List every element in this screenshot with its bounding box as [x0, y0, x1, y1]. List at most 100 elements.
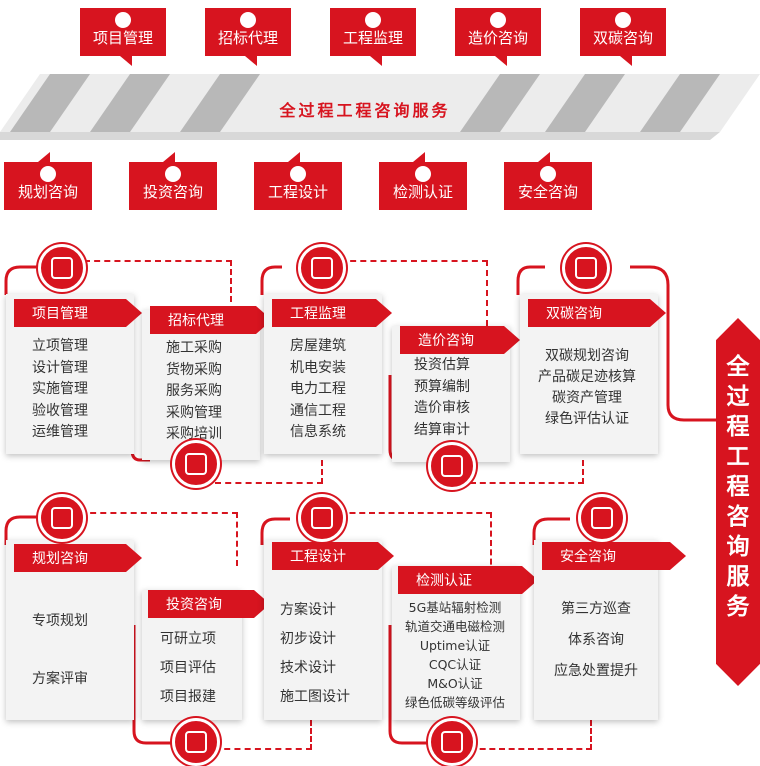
- edit-doc-icon: [172, 440, 220, 488]
- list-item: 实施管理: [32, 381, 88, 397]
- list-item: 绿色低碳等级评估: [404, 695, 505, 710]
- tag-label: 招标代理: [217, 29, 278, 47]
- side-badge: [716, 318, 760, 686]
- clipboard-icon: [115, 12, 131, 28]
- card-title: 招标代理: [150, 306, 272, 334]
- list-item: 房屋建筑: [290, 338, 346, 354]
- list-item: 产品碳足迹核算: [538, 369, 636, 385]
- tag-label: 规划咨询: [17, 183, 78, 201]
- top-tag-design[interactable]: 工程设计: [254, 152, 342, 210]
- card-items: 可研立项 项目评估 项目报建: [160, 625, 216, 712]
- dashed-connector: [215, 460, 323, 484]
- list-item: M&O认证: [427, 676, 483, 691]
- top-tag-investment[interactable]: 投资咨询: [129, 152, 217, 210]
- road-title: 全过程工程咨询服务: [279, 101, 451, 120]
- list-item: 运维管理: [32, 424, 88, 440]
- list-item: 服务采购: [166, 383, 222, 399]
- tag-label: 双碳咨询: [592, 29, 653, 47]
- card-design: [264, 540, 382, 720]
- list-item: 货物采购: [166, 361, 222, 378]
- list-item: 项目报建: [160, 689, 216, 705]
- top-tag-project-management[interactable]: 项目管理: [80, 8, 166, 66]
- clipboard-icon: [38, 244, 86, 292]
- cost-icon: [428, 442, 476, 490]
- headset-icon: [615, 12, 631, 28]
- dashed-connector: [470, 460, 584, 484]
- cost-icon: [490, 12, 506, 28]
- list-item: CQC认证: [428, 657, 482, 672]
- side-badge-text: 全过程工程咨询服务: [726, 354, 750, 620]
- card-items: 投资估算 预算编制 造价审核 结算审计: [414, 355, 470, 441]
- top-tag-dual-carbon[interactable]: 双碳咨询: [580, 8, 666, 66]
- edit-doc-icon: [240, 12, 256, 28]
- list-item: 绿色评估认证: [545, 411, 629, 427]
- road-graphic: [0, 74, 760, 140]
- list-item: 可研立项: [160, 631, 216, 647]
- card-title: 工程设计: [272, 542, 394, 570]
- card-items: 5G基站辐射检测 轨道交通电磁检测 Uptime认证 CQC认证 M&O认证 绿…: [396, 598, 514, 712]
- card-bidding-agency: [142, 310, 260, 460]
- top-tag-bidding-agency[interactable]: 招标代理: [205, 8, 291, 66]
- money-doc-icon: [172, 718, 220, 766]
- top-tag-supervision[interactable]: 工程监理: [330, 8, 416, 66]
- card-title: 双碳咨询: [528, 299, 666, 327]
- dashed-connector: [214, 720, 312, 750]
- card-items: 方案设计 初步设计 技术设计 施工图设计: [280, 596, 350, 712]
- list-item: 立项管理: [32, 338, 88, 354]
- monitor-icon: [298, 494, 346, 542]
- tag-label: 安全咨询: [517, 183, 578, 201]
- list-item: 施工采购: [166, 340, 222, 356]
- card-title: 规划咨询: [14, 544, 142, 572]
- engineer-icon: [298, 244, 346, 292]
- card-title: 造价咨询: [400, 326, 520, 354]
- list-item: 电力工程: [290, 381, 346, 397]
- tag-label: 造价咨询: [467, 29, 528, 47]
- monitor-icon: [290, 166, 306, 182]
- top-tag-testing[interactable]: 检测认证: [379, 152, 467, 210]
- tag-label: 投资咨询: [142, 183, 203, 201]
- list-item: 方案设计: [280, 602, 336, 618]
- headset-icon: [562, 244, 610, 292]
- dashed-connector: [330, 512, 492, 574]
- people-icon: [40, 166, 56, 182]
- list-item: 采购培训: [166, 426, 222, 442]
- list-item: 投资估算: [414, 357, 470, 373]
- list-item: 第三方巡查: [561, 601, 631, 617]
- list-item: 造价审核: [414, 400, 470, 416]
- list-item: 采购管理: [166, 404, 222, 421]
- tag-label: 项目管理: [92, 29, 153, 47]
- list-item: 信息系统: [290, 424, 346, 440]
- top-tag-planning[interactable]: 规划咨询: [4, 152, 92, 210]
- card-items: 第三方巡查 体系咨询 应急处置提升: [540, 594, 652, 687]
- list-item: 验收管理: [32, 402, 88, 419]
- card-title: 工程监理: [272, 299, 392, 327]
- list-item: 体系咨询: [568, 632, 624, 648]
- card-items: 专项规划 方案评审: [32, 592, 88, 708]
- list-item: 方案评审: [32, 671, 88, 687]
- top-tag-safety[interactable]: 安全咨询: [504, 152, 592, 210]
- list-item: 技术设计: [280, 660, 336, 676]
- list-item: 施工图设计: [280, 689, 350, 705]
- card-safety: [534, 540, 658, 720]
- list-item: 5G基站辐射检测: [408, 600, 502, 615]
- edit-doc-icon: [415, 166, 431, 182]
- list-item: 双碳规划咨询: [545, 348, 629, 364]
- flow-line-row2: [4, 515, 570, 745]
- card-items: 房屋建筑 机电安装 电力工程 通信工程 信息系统: [290, 336, 346, 444]
- list-item: 碳资产管理: [552, 390, 622, 406]
- dashed-connector: [84, 260, 232, 302]
- card-items: 立项管理 设计管理 实施管理 验收管理 运维管理: [32, 336, 88, 444]
- list-item: 通信工程: [290, 402, 346, 419]
- dashed-connector: [470, 720, 592, 750]
- card-items: 施工采购 货物采购 服务采购 采购管理 采购培训: [166, 338, 222, 446]
- card-title: 投资咨询: [148, 590, 270, 618]
- list-item: 轨道交通电磁检测: [404, 619, 505, 634]
- list-item: 专项规划: [32, 613, 88, 629]
- edit-doc-icon: [428, 718, 476, 766]
- people-icon: [38, 494, 86, 542]
- engineer-icon: [365, 12, 381, 28]
- list-item: Uptime认证: [419, 638, 491, 653]
- tag-label: 工程监理: [342, 29, 403, 47]
- list-item: 预算编制: [414, 378, 470, 395]
- top-tag-cost-consulting[interactable]: 造价咨询: [455, 8, 541, 66]
